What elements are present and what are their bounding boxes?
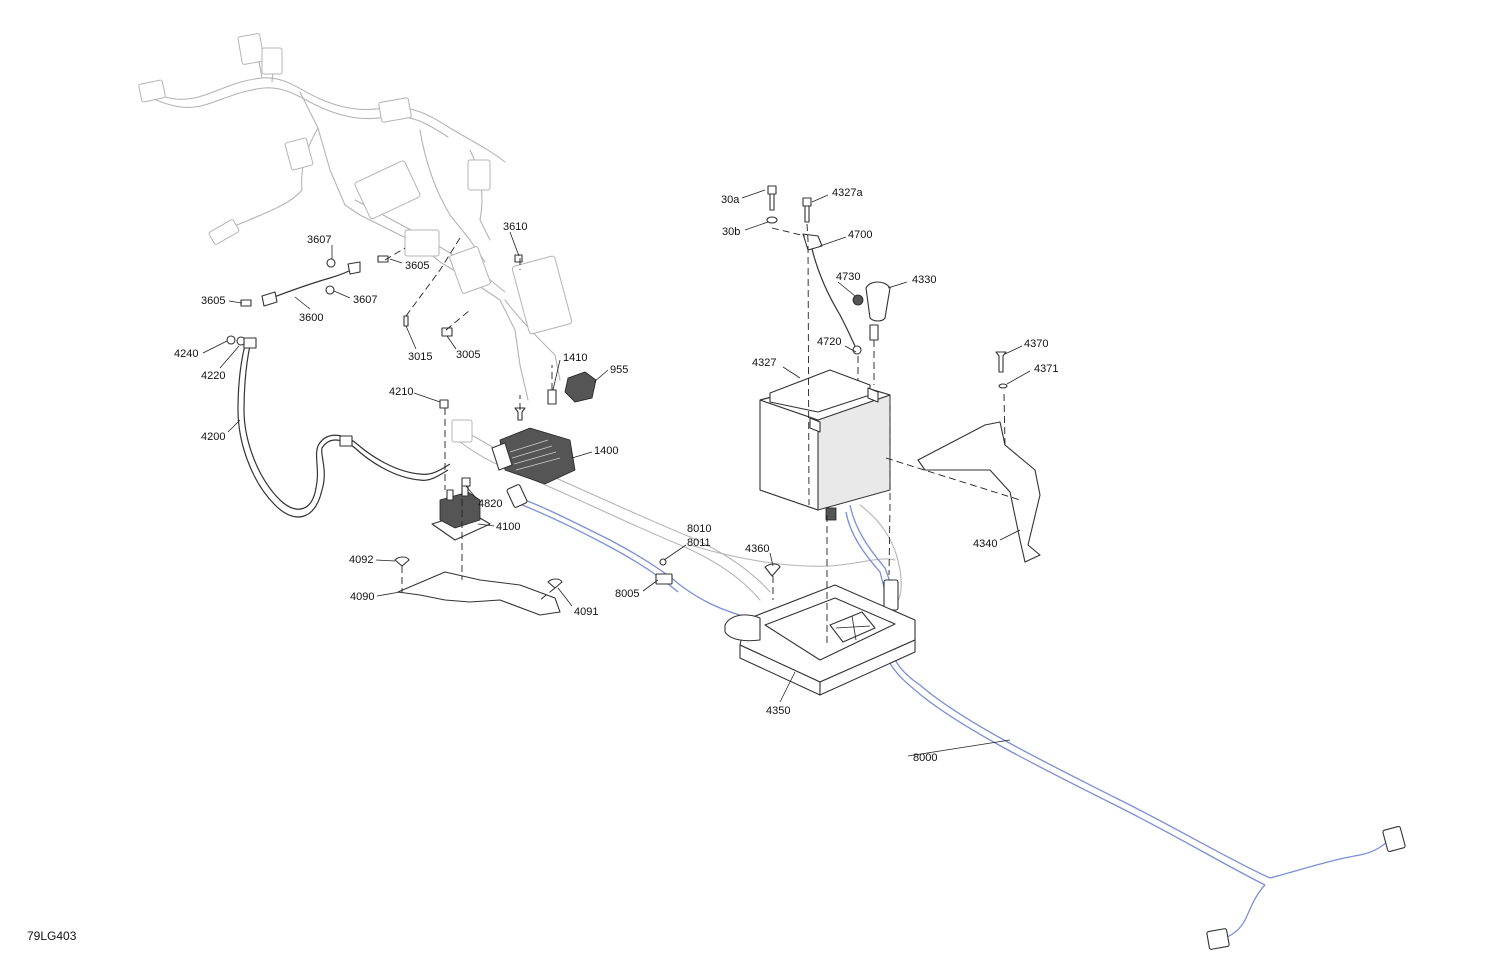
callout-30b: 30b (722, 226, 740, 238)
relay-955 (564, 371, 597, 403)
voltage-regulator-1400 (491, 427, 576, 485)
callout-4370: 4370 (1024, 338, 1048, 350)
callouts: 30a 30b 4327a 4700 4730 4330 4720 4327 4… (174, 187, 1058, 764)
callout-4350: 4350 (766, 705, 790, 717)
callout-4091: 4091 (574, 606, 598, 618)
callout-3005: 3005 (456, 349, 480, 361)
callout-8010: 8010 (687, 523, 711, 535)
callout-3605-right: 3605 (405, 260, 429, 272)
callout-8000: 8000 (913, 752, 937, 764)
callout-4720: 4720 (817, 336, 841, 348)
callout-1410: 1410 (563, 352, 587, 364)
callout-1400: 1400 (594, 445, 618, 457)
battery-cable-4200 (237, 337, 451, 518)
terminal-cover-4330 (865, 281, 891, 322)
battery-4327 (759, 369, 891, 521)
callout-4327: 4327 (752, 357, 776, 369)
callout-4340: 4340 (973, 538, 997, 550)
callout-4240: 4240 (174, 348, 198, 360)
callout-3607-bottom: 3607 (353, 294, 377, 306)
solenoid-4100 (431, 485, 491, 541)
callout-4220: 4220 (201, 370, 225, 382)
callout-3607-top: 3607 (307, 234, 331, 246)
harness-8000 (506, 484, 1406, 950)
bracket-4340 (917, 421, 1041, 563)
callout-8005: 8005 (615, 588, 639, 600)
leader-lines (202, 189, 1031, 757)
callout-4330: 4330 (912, 274, 936, 286)
callout-4371: 4371 (1034, 363, 1058, 375)
ground-strap-3600 (261, 261, 361, 307)
callout-3610: 3610 (503, 221, 527, 233)
small-hardware (226, 185, 1008, 589)
callout-4210: 4210 (389, 386, 413, 398)
drawing-code: 79LG403 (27, 929, 77, 943)
callout-4100: 4100 (496, 521, 520, 533)
callout-4820: 4820 (478, 498, 502, 510)
assembly-lines (384, 223, 1021, 645)
callout-955: 955 (610, 364, 628, 376)
callout-4092: 4092 (349, 554, 373, 566)
callout-4700: 4700 (848, 229, 872, 241)
callout-8011: 8011 (687, 537, 711, 549)
callout-4327a: 4327a (832, 187, 863, 199)
callout-3015: 3015 (408, 351, 432, 363)
bracket-4090 (397, 571, 561, 616)
callout-4090: 4090 (350, 591, 374, 603)
main-wiring-harness (138, 33, 902, 606)
callout-4200: 4200 (201, 431, 225, 443)
callout-4360: 4360 (745, 543, 769, 555)
callout-30a: 30a (721, 194, 740, 206)
battery-tray-4350 (724, 584, 916, 696)
callout-4730: 4730 (836, 271, 860, 283)
callout-3600: 3600 (299, 312, 323, 324)
callout-3605-left: 3605 (201, 295, 225, 307)
